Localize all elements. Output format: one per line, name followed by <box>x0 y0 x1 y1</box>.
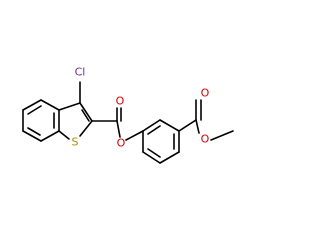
bond-inner <box>27 127 41 136</box>
bond <box>58 102 81 111</box>
bond <box>159 151 180 164</box>
carbonyl-oxygen-2-label: O <box>201 87 210 100</box>
ester-group-2 <box>178 99 234 141</box>
bond <box>159 119 180 132</box>
bond <box>79 102 93 122</box>
bond <box>22 130 42 142</box>
bond <box>195 119 200 134</box>
bond <box>125 130 144 141</box>
bond-inner <box>147 125 161 135</box>
carbonyl-oxygen-1-label: O <box>116 95 125 108</box>
bond <box>79 120 93 137</box>
bond <box>178 119 197 132</box>
chlorine-atom-label: Cl <box>75 66 86 79</box>
bond-inner <box>27 105 42 115</box>
ester-oxygen-1-label: O <box>117 137 126 150</box>
bond <box>142 151 161 164</box>
phenylene-ring <box>142 119 180 164</box>
sulfur-atom-label: S <box>72 136 79 149</box>
bond <box>22 99 42 111</box>
benzo-ring <box>22 99 60 142</box>
bond-inner <box>81 109 90 122</box>
ester-group-1 <box>91 107 144 141</box>
bond <box>40 130 60 142</box>
bond-inner <box>147 148 161 158</box>
bond <box>58 130 70 140</box>
bond <box>210 130 234 141</box>
thiophene-ring <box>58 102 93 140</box>
bond <box>116 120 121 138</box>
molecule-structure-diagram: Cl S O O O O <box>22 66 234 164</box>
bond <box>142 119 161 132</box>
bond <box>40 99 60 111</box>
ester-oxygen-2-label: O <box>201 133 210 146</box>
